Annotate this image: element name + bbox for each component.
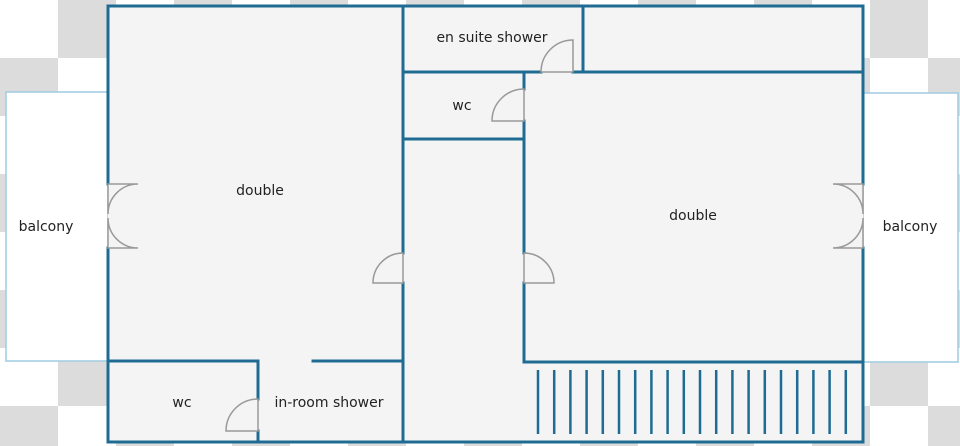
upper-wc-label: wc: [452, 98, 471, 114]
staircase: [536, 370, 848, 434]
right-double-door[interactable]: [523, 252, 555, 284]
in-room-shower-label: in-room shower: [274, 395, 383, 411]
lower-wc-door[interactable]: [225, 398, 259, 432]
en-suite-shower-label: en suite shower: [436, 30, 547, 46]
left-double-door[interactable]: [372, 252, 404, 284]
left-double-label: double: [236, 183, 284, 199]
right-balcony-door-lower[interactable]: [832, 217, 864, 249]
left-balcony-area: [5, 91, 109, 362]
doors: [107, 39, 864, 432]
left-balcony-door-upper[interactable]: [107, 183, 139, 215]
right-balcony-area: [862, 92, 959, 363]
right-balcony-label: balcony: [883, 219, 938, 235]
right-balcony-door-upper[interactable]: [832, 183, 864, 215]
building-floor: [108, 6, 863, 442]
left-balcony-label: balcony: [19, 219, 74, 235]
walls: [106, 4, 865, 444]
left-balcony-door-lower[interactable]: [107, 217, 139, 249]
upper-wc-door[interactable]: [491, 88, 525, 122]
right-double-label: double: [669, 208, 717, 224]
en-suite-shower-door[interactable]: [540, 39, 574, 73]
lower-wc-label: wc: [172, 395, 191, 411]
